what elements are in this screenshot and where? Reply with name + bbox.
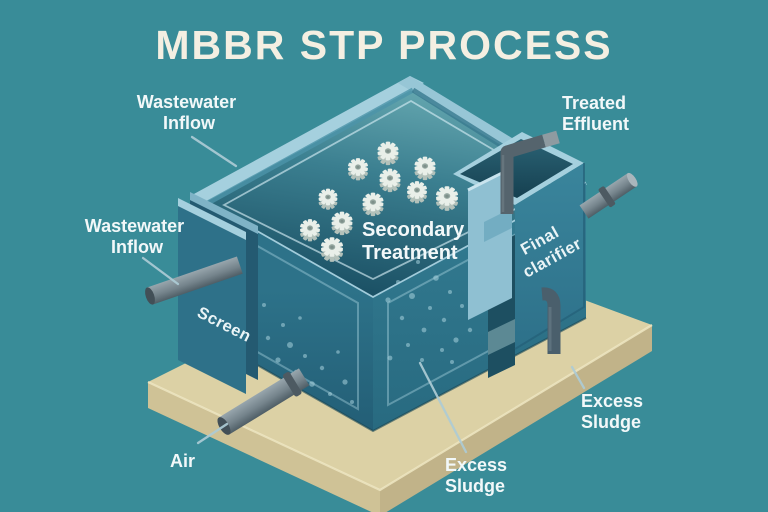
sludge-pipe	[541, 287, 561, 354]
leader-wastewater-top	[190, 135, 238, 168]
inflow-pipe	[145, 256, 243, 305]
treated-effluent-label: Treated Effluent	[562, 93, 631, 134]
leader-lines	[141, 135, 586, 454]
screen-panel: Screen	[178, 192, 258, 394]
air-label: Air	[170, 451, 195, 471]
leader-wastewater-left	[141, 256, 180, 286]
clarifier-front-face	[515, 163, 584, 349]
secondary-treatment-label: Secondary Treatment	[362, 219, 470, 264]
aeration-bubbles-right	[385, 260, 473, 364]
labels: Wastewater Inflow Wastewater Inflow Trea…	[85, 92, 648, 496]
tank-rim-left	[192, 76, 424, 202]
page-title: MBBR STP PROCESS	[155, 22, 612, 68]
transfer-pipe	[500, 130, 560, 214]
excess-sludge-center-label: Excess Sludge	[445, 455, 512, 496]
leader-excess-right	[570, 365, 586, 390]
wastewater-inflow-left-label: Wastewater Inflow	[85, 216, 189, 257]
wastewater-inflow-top-label: Wastewater Inflow	[137, 92, 241, 133]
leader-air	[196, 422, 229, 445]
leader-excess-center	[418, 361, 468, 454]
excess-sludge-right-label: Excess Sludge	[581, 391, 648, 432]
effluent-pipe	[579, 172, 638, 219]
